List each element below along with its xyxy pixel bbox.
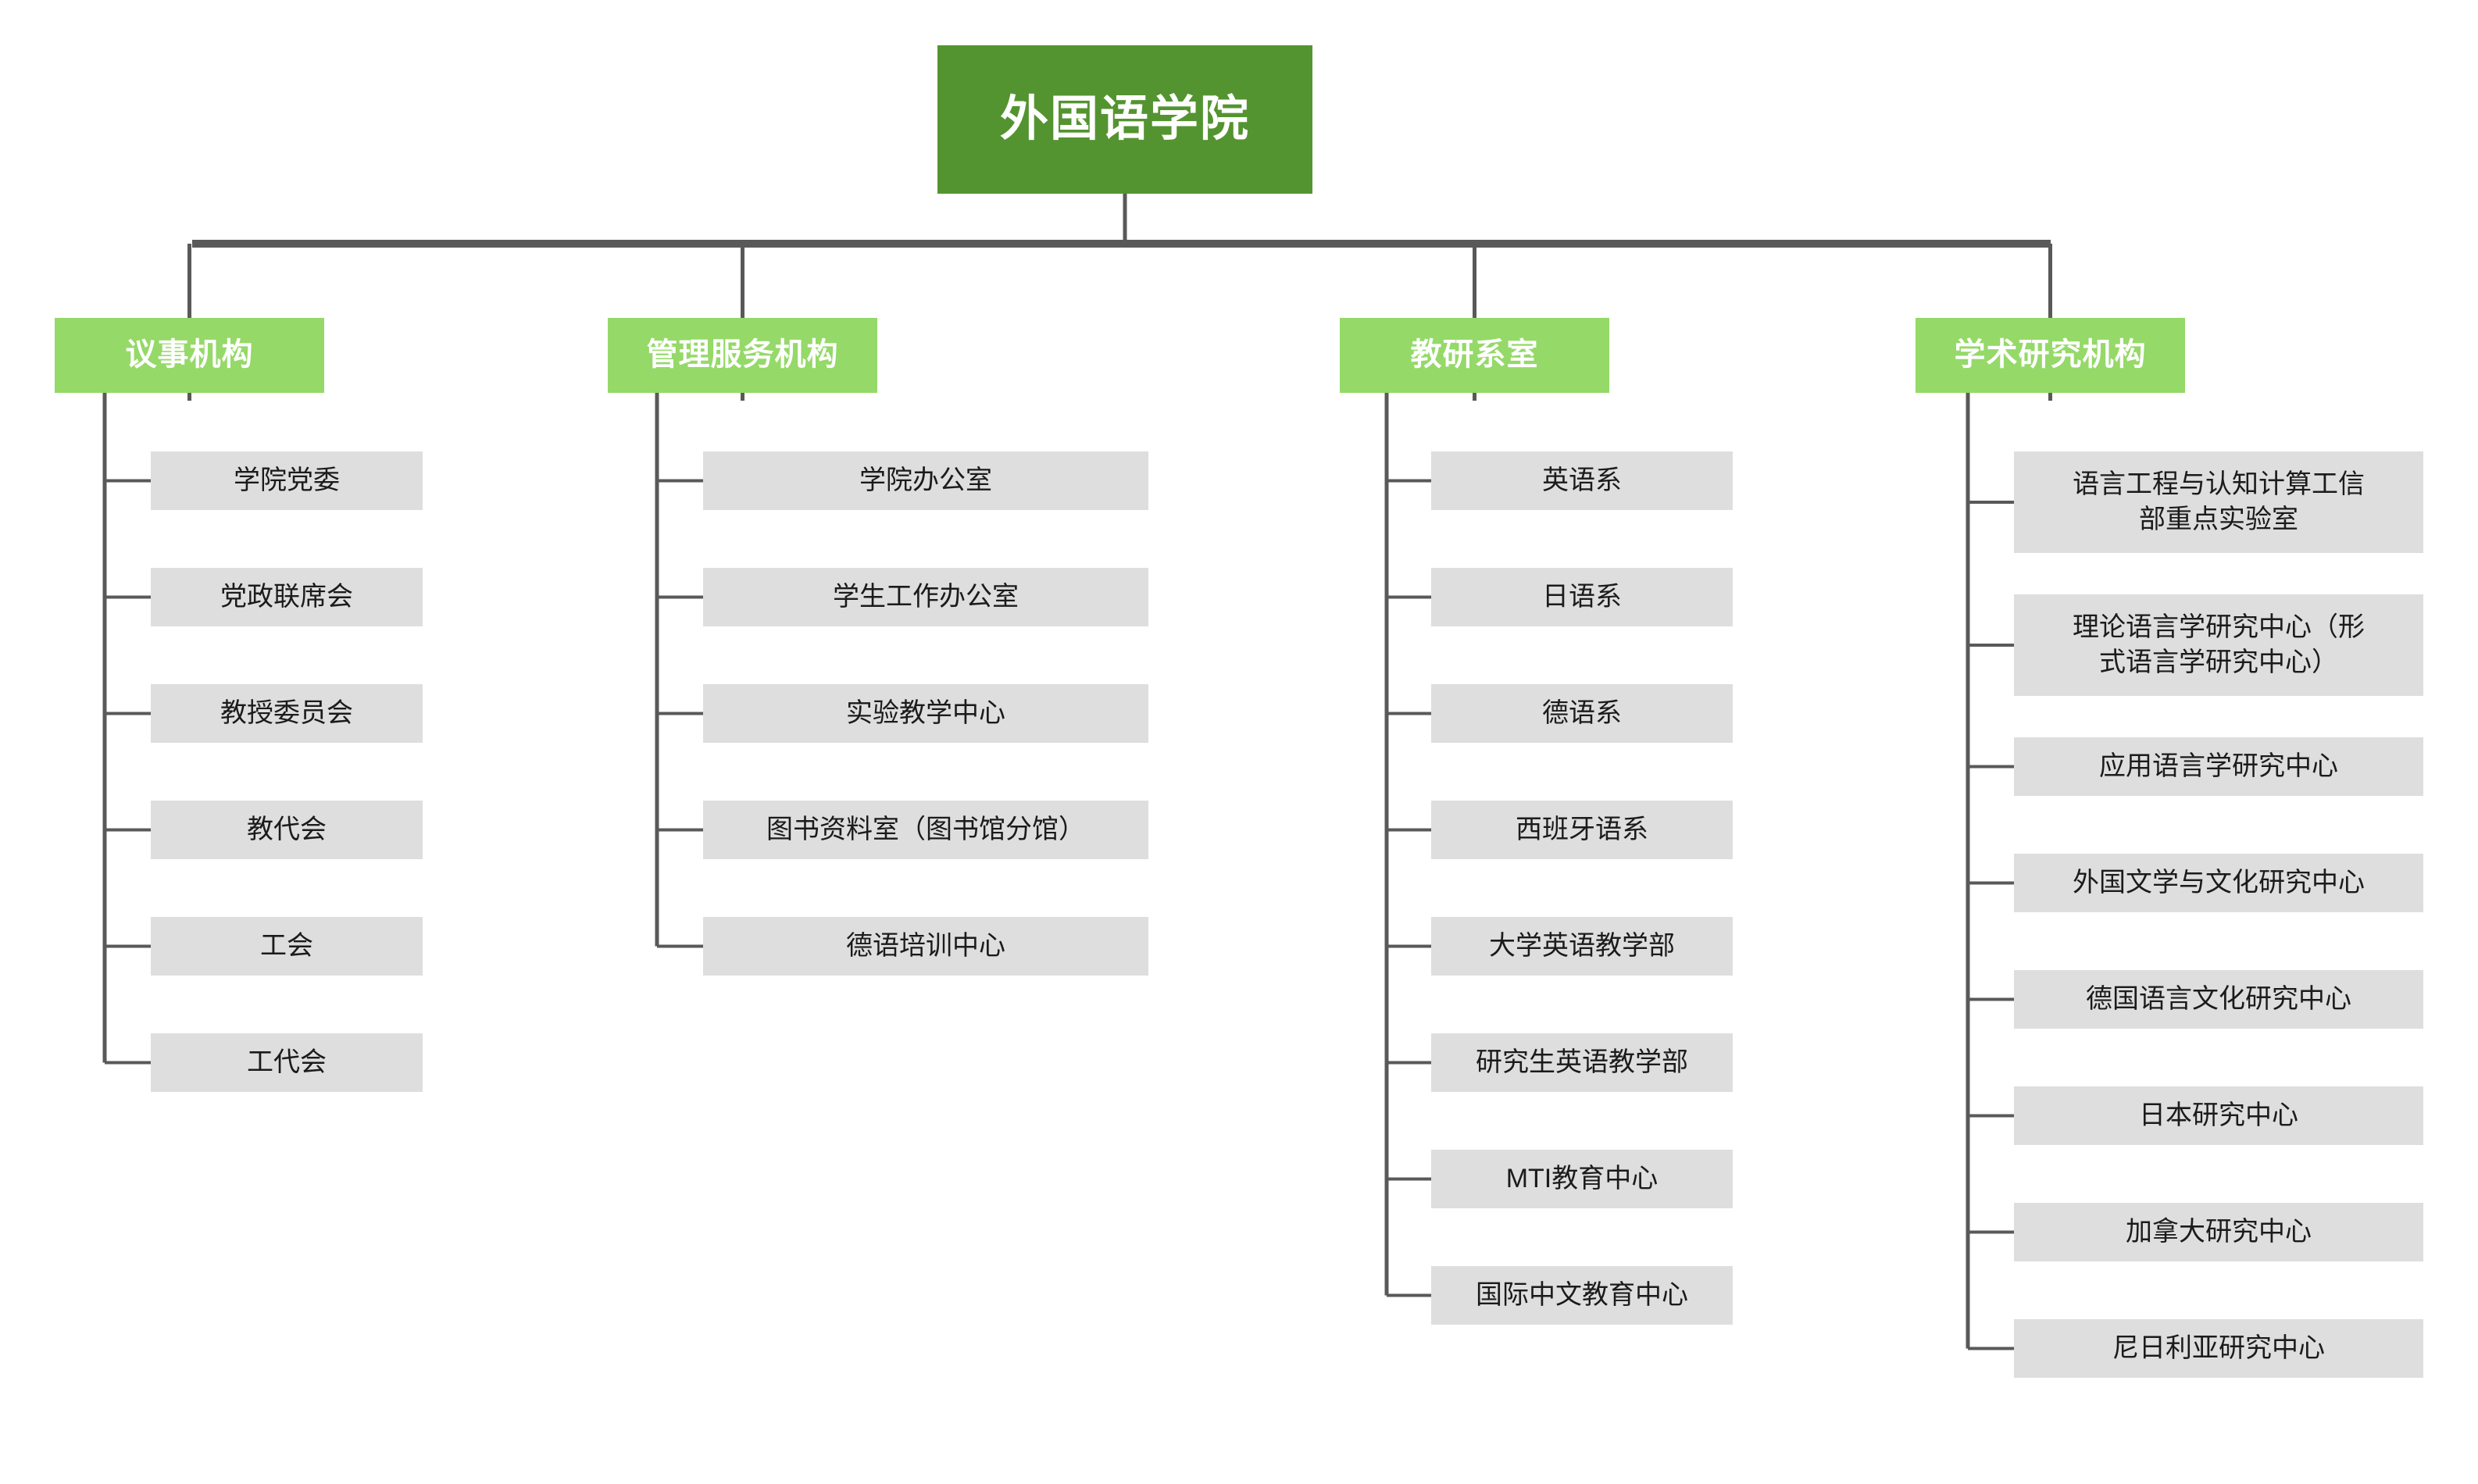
leaf-node[interactable]: 理论语言学研究中心（形 式语言学研究中心）	[2014, 594, 2423, 696]
leaf-node[interactable]: 学院办公室	[703, 451, 1148, 510]
leaf-node[interactable]: 德语培训中心	[703, 917, 1148, 976]
leaf-node[interactable]: 德国语言文化研究中心	[2014, 970, 2423, 1029]
leaf-node[interactable]: 英语系	[1431, 451, 1733, 510]
leaf-node[interactable]: 国际中文教育中心	[1431, 1266, 1733, 1325]
leaf-node[interactable]: 日本研究中心	[2014, 1086, 2423, 1145]
leaf-node[interactable]: 日语系	[1431, 568, 1733, 626]
group-node-administration[interactable]: 管理服务机构	[608, 318, 877, 393]
leaf-node[interactable]: 实验教学中心	[703, 684, 1148, 743]
leaf-node[interactable]: 学生工作办公室	[703, 568, 1148, 626]
leaf-node[interactable]: 工代会	[151, 1033, 423, 1092]
leaf-node[interactable]: 研究生英语教学部	[1431, 1033, 1733, 1092]
leaf-node[interactable]: 加拿大研究中心	[2014, 1203, 2423, 1261]
leaf-node[interactable]: 应用语言学研究中心	[2014, 737, 2423, 796]
leaf-node[interactable]: 工会	[151, 917, 423, 976]
leaf-node[interactable]: 图书资料室（图书馆分馆）	[703, 801, 1148, 859]
leaf-node[interactable]: 语言工程与认知计算工信 部重点实验室	[2014, 451, 2423, 553]
leaf-node[interactable]: 教授委员会	[151, 684, 423, 743]
leaf-node[interactable]: 学院党委	[151, 451, 423, 510]
leaf-node[interactable]: 党政联席会	[151, 568, 423, 626]
group-node-deliberative[interactable]: 议事机构	[55, 318, 324, 393]
leaf-node[interactable]: 大学英语教学部	[1431, 917, 1733, 976]
leaf-node[interactable]: 外国文学与文化研究中心	[2014, 854, 2423, 912]
leaf-node[interactable]: MTI教育中心	[1431, 1150, 1733, 1208]
leaf-node[interactable]: 德语系	[1431, 684, 1733, 743]
root-node-school[interactable]: 外国语学院	[937, 45, 1312, 194]
leaf-node[interactable]: 教代会	[151, 801, 423, 859]
leaf-node[interactable]: 尼日利亚研究中心	[2014, 1319, 2423, 1378]
leaf-node[interactable]: 西班牙语系	[1431, 801, 1733, 859]
group-node-research[interactable]: 学术研究机构	[1916, 318, 2185, 393]
group-node-departments[interactable]: 教研系室	[1340, 318, 1609, 393]
